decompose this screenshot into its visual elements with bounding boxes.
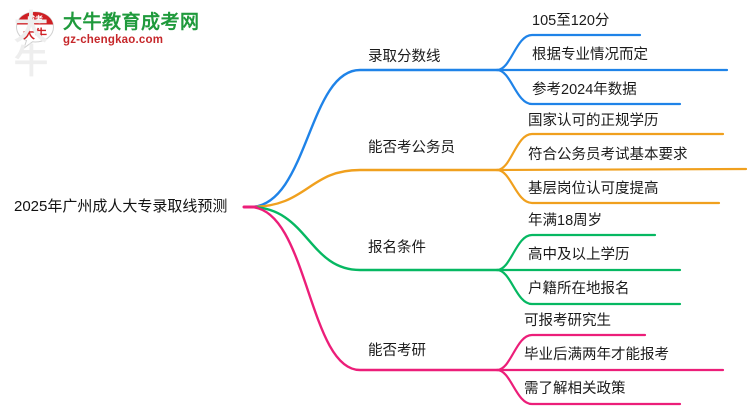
- branch-label-1[interactable]: 录取分数线: [368, 49, 441, 65]
- connector-path: [495, 268, 682, 306]
- connector-path: [495, 368, 682, 406]
- logo-subtitle: gz-chengkao.com: [63, 34, 164, 47]
- leaf-label-3-1[interactable]: 年满18周岁: [528, 213, 603, 229]
- connector-path: [248, 68, 499, 209]
- logo-bubble-icon: 成考 大牛: [15, 11, 55, 50]
- connector-path: [248, 205, 499, 372]
- leaf-label-1-3[interactable]: 参考2024年数据: [532, 82, 637, 98]
- connector-path: [248, 205, 499, 272]
- connector-path: [495, 233, 657, 272]
- leaf-label-1-2[interactable]: 根据专业情况而定: [532, 47, 648, 63]
- connector-path: [495, 333, 647, 372]
- svg-text:成考: 成考: [27, 14, 43, 24]
- connector-path: [495, 68, 682, 106]
- logo-watermark-text: 大牛: [14, 9, 48, 81]
- leaf-label-2-1[interactable]: 国家认可的正规学历: [528, 113, 659, 129]
- logo-text-block: 大牛教育成考网 gz-chengkao.com: [63, 13, 200, 47]
- connector-path: [495, 168, 721, 205]
- root-node-label[interactable]: 2025年广州成人大专录取线预测: [14, 198, 228, 215]
- branch-label-3[interactable]: 报名条件: [368, 240, 426, 256]
- leaf-label-4-3[interactable]: 需了解相关政策: [524, 381, 626, 397]
- logo-mark-icon: 大牛 成考 大牛: [14, 9, 56, 79]
- connector-path: [495, 132, 725, 172]
- leaf-label-1-1[interactable]: 105至120分: [532, 13, 610, 29]
- connector-path: [495, 167, 748, 172]
- leaf-label-4-1[interactable]: 可报考研究生: [524, 313, 611, 329]
- leaf-label-2-3[interactable]: 基层岗位认可度提高: [528, 181, 659, 197]
- connector-path: [248, 168, 499, 209]
- logo-title: 大牛教育成考网: [63, 12, 200, 34]
- leaf-label-4-2[interactable]: 毕业后满两年才能报考: [524, 347, 669, 363]
- branch-label-2[interactable]: 能否考公务员: [368, 140, 455, 156]
- leaf-label-2-2[interactable]: 符合公务员考试基本要求: [528, 147, 688, 163]
- connector-path: [495, 33, 642, 72]
- site-logo: 大牛 成考 大牛 大牛教育成考网 gz-chengkao.com: [14, 6, 199, 79]
- svg-text:大牛: 大牛: [23, 26, 47, 41]
- leaf-label-3-2[interactable]: 高中及以上学历: [528, 247, 630, 263]
- branch-label-4[interactable]: 能否考研: [368, 343, 426, 359]
- leaf-label-3-3[interactable]: 户籍所在地报名: [528, 281, 630, 297]
